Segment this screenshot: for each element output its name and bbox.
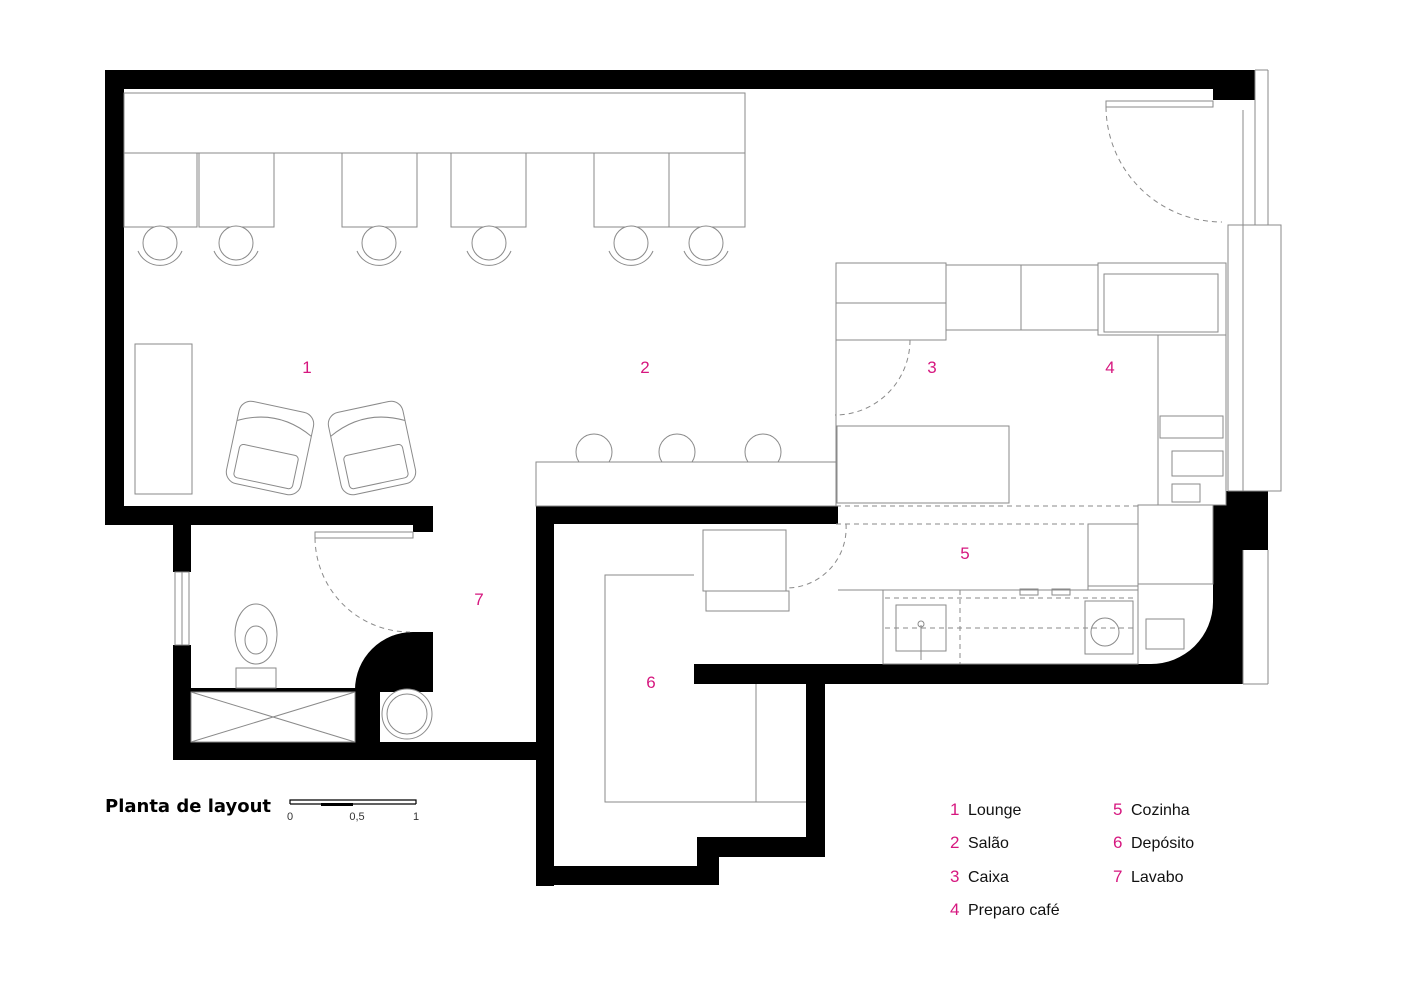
scale-label-0: 0 [287, 811, 293, 823]
legend-label: Depósito [1131, 835, 1194, 852]
legend-label: Preparo café [968, 902, 1060, 919]
legend-label: Salão [968, 835, 1009, 852]
room-number-7: 7 [474, 590, 483, 609]
cashier-area [834, 262, 1227, 506]
legend-number: 7 [1113, 867, 1122, 886]
legend: 1 Lounge 2 Salão 3 Caixa 4 Preparo café … [950, 800, 1194, 919]
legend-label: Lounge [968, 802, 1021, 819]
plan-title: Planta de layout [105, 796, 271, 817]
legend-number: 6 [1113, 833, 1122, 852]
legend-number: 1 [950, 800, 959, 819]
legend-number: 2 [950, 833, 959, 852]
bar-stools [137, 225, 729, 266]
lounge-bench [134, 343, 193, 495]
room-number-2: 2 [640, 358, 649, 377]
scale-label-half: 0,5 [349, 811, 364, 823]
lavatory [174, 531, 433, 743]
facade-window [1105, 69, 1282, 685]
scale-label-1: 1 [413, 811, 419, 823]
room-number-5: 5 [960, 544, 969, 563]
room-number-4: 4 [1105, 358, 1114, 377]
legend-label: Lavabo [1131, 869, 1184, 886]
kitchen [702, 504, 1214, 665]
storage [604, 574, 806, 803]
legend-number: 3 [950, 867, 959, 886]
window-counter [123, 92, 746, 228]
coffee-prep-counter [1157, 334, 1227, 506]
armchairs [225, 400, 417, 496]
scale-bar: 0 0,5 1 [287, 799, 419, 823]
room-number-3: 3 [927, 358, 936, 377]
salao-counter [535, 433, 837, 507]
legend-number: 4 [950, 900, 959, 919]
walls [105, 70, 1268, 886]
room-number-1: 1 [302, 358, 311, 377]
room-labels: 1 2 3 4 5 6 7 [302, 358, 1114, 692]
legend-label: Caixa [968, 869, 1009, 886]
room-number-6: 6 [646, 673, 655, 692]
legend-number: 5 [1113, 800, 1122, 819]
legend-label: Cozinha [1131, 802, 1190, 819]
